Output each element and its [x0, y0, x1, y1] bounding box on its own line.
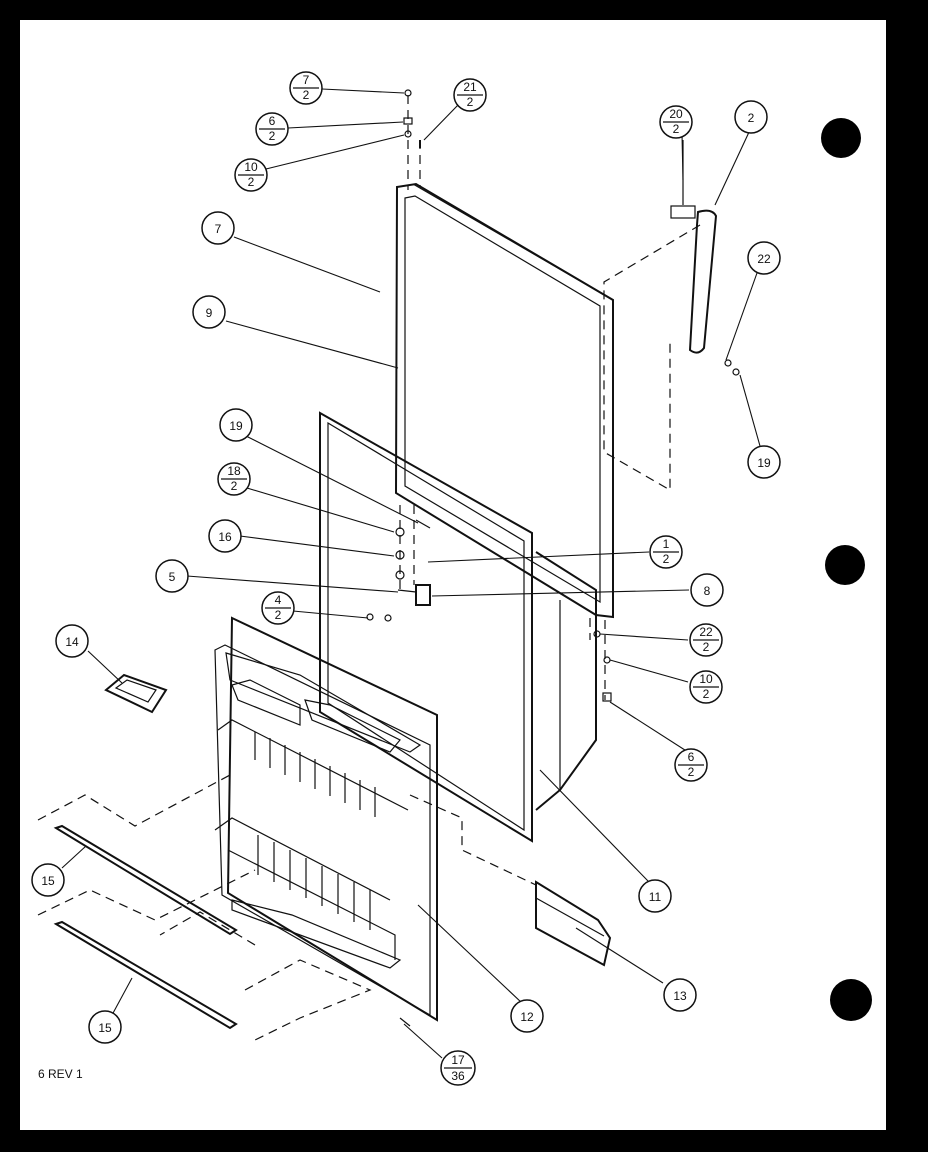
callout-19-left: 19	[219, 408, 253, 442]
svg-text:22: 22	[757, 252, 771, 266]
callout-1-2: 1 2	[649, 535, 683, 569]
svg-text:9: 9	[206, 306, 213, 320]
svg-text:6: 6	[688, 750, 695, 764]
callout-5: 5	[155, 559, 189, 593]
leader-lines	[61, 88, 761, 1059]
svg-text:13: 13	[673, 989, 687, 1003]
svg-text:2: 2	[703, 687, 710, 701]
svg-text:2: 2	[248, 175, 255, 189]
svg-text:36: 36	[451, 1069, 465, 1083]
svg-text:2: 2	[269, 129, 276, 143]
svg-text:7: 7	[303, 73, 310, 87]
rail-upper-dash	[37, 774, 231, 827]
upper-bin-ribs	[254, 732, 376, 817]
callout-7-2: 7 2	[289, 71, 323, 105]
svg-text:22: 22	[699, 625, 713, 639]
callout-20-2: 20 2	[659, 105, 693, 139]
svg-text:15: 15	[98, 1021, 112, 1035]
callout-6-2-top: 6 2	[255, 112, 289, 146]
refrigerator-door-liner	[214, 616, 438, 1022]
rail-lower-dash	[159, 911, 256, 946]
svg-text:4: 4	[275, 593, 282, 607]
callout-22: 22	[747, 241, 781, 275]
svg-text:2: 2	[275, 608, 282, 622]
svg-text:2: 2	[703, 640, 710, 654]
liner-screw	[399, 1017, 411, 1027]
svg-text:7: 7	[215, 222, 222, 236]
binder-hole-middle	[825, 545, 865, 585]
callout-13: 13	[663, 978, 697, 1012]
svg-text:2: 2	[748, 111, 755, 125]
callout-2: 2	[734, 100, 768, 134]
callout-10-2-bottom: 10 2	[689, 670, 723, 704]
handle-dash-outline	[603, 224, 701, 492]
svg-text:8: 8	[704, 584, 711, 598]
dairy-compartment-door	[535, 880, 612, 967]
callout-22-2: 22 2	[689, 623, 723, 657]
callout-19-right: 19	[747, 445, 781, 479]
handle-screw	[724, 359, 740, 376]
callout-11: 11	[638, 879, 672, 913]
svg-text:2: 2	[673, 122, 680, 136]
door-liner-frame	[319, 411, 533, 843]
shelf-rail-lower	[53, 920, 238, 1030]
callout-12: 12	[510, 999, 544, 1033]
svg-text:17: 17	[451, 1053, 465, 1067]
svg-text:10: 10	[244, 160, 258, 174]
shelf-rail-upper	[53, 824, 238, 936]
paper-sheet	[20, 20, 886, 1130]
revision-note: 6 REV 1	[38, 1067, 83, 1081]
callout-15-top: 15	[31, 863, 65, 897]
svg-text:14: 14	[65, 635, 79, 649]
svg-text:2: 2	[467, 95, 474, 109]
svg-text:6: 6	[269, 114, 276, 128]
svg-text:5: 5	[169, 570, 176, 584]
callout-6-2-bottom: 6 2	[674, 748, 708, 782]
callout-15-bottom: 15	[88, 1010, 122, 1044]
callout-7: 7	[201, 211, 235, 245]
lower-bin-ribs	[257, 835, 371, 930]
svg-text:18: 18	[227, 464, 241, 478]
svg-text:20: 20	[669, 107, 683, 121]
svg-text:12: 12	[520, 1010, 534, 1024]
svg-text:16: 16	[218, 530, 232, 544]
callout-18-2: 18 2	[217, 462, 251, 496]
top-fasteners	[403, 89, 421, 148]
svg-text:2: 2	[688, 765, 695, 779]
svg-text:19: 19	[757, 456, 771, 470]
svg-text:1: 1	[663, 537, 670, 551]
svg-text:19: 19	[229, 419, 243, 433]
callout-21-2: 21 2	[453, 78, 487, 112]
binder-hole-bottom	[830, 979, 872, 1021]
svg-text:2: 2	[303, 88, 310, 102]
callout-9: 9	[192, 295, 226, 329]
svg-text:11: 11	[649, 890, 662, 904]
callout-16: 16	[208, 519, 242, 553]
freezer-door	[394, 182, 614, 619]
callout-14: 14	[55, 624, 89, 658]
callout-10-2-top: 10 2	[234, 158, 268, 192]
svg-text:21: 21	[463, 80, 477, 94]
svg-text:2: 2	[231, 479, 238, 493]
rail-lower-dash-2	[244, 959, 372, 1041]
svg-text:10: 10	[699, 672, 713, 686]
svg-text:2: 2	[663, 552, 670, 566]
callout-17-36: 17 36	[440, 1050, 476, 1086]
callout-8: 8	[690, 573, 724, 607]
small-bin	[104, 673, 168, 714]
callout-4-2: 4 2	[261, 591, 295, 625]
binder-hole-top	[821, 118, 861, 158]
svg-text:15: 15	[41, 874, 55, 888]
rail-upper-dash-2	[37, 869, 256, 921]
